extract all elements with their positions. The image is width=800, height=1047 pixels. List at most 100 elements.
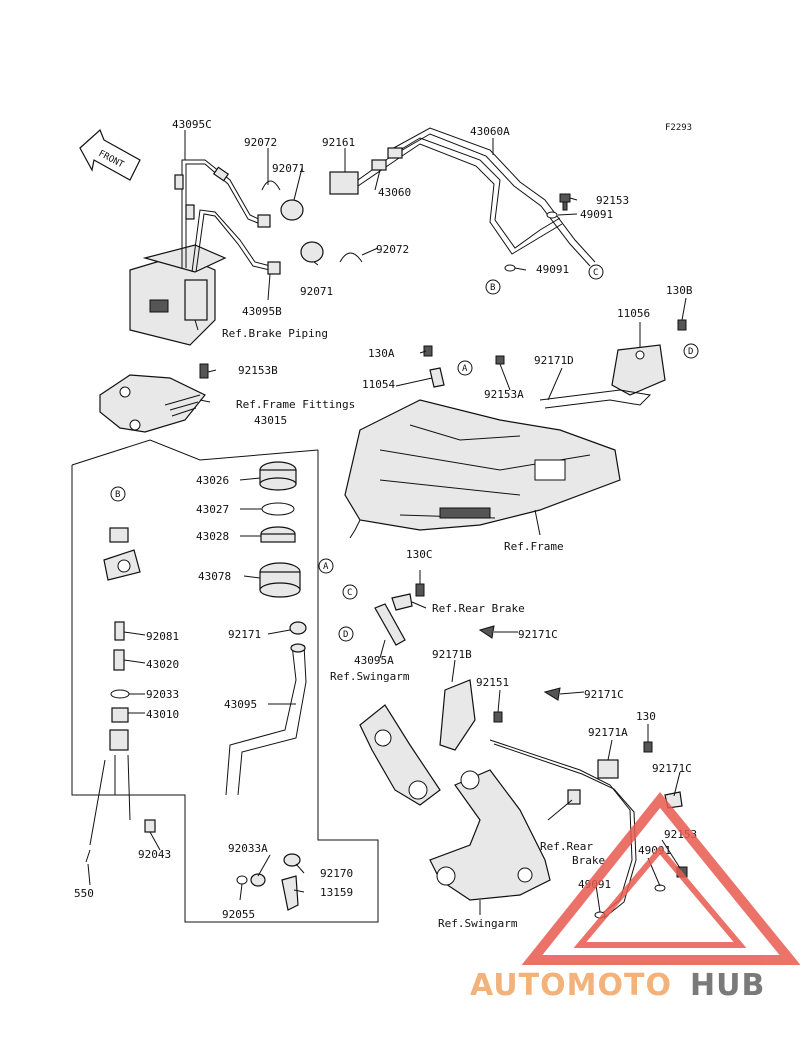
label-92081: 92081 bbox=[146, 630, 179, 643]
label-92171a: 92171A bbox=[588, 726, 628, 739]
label-43060: 43060 bbox=[378, 186, 411, 199]
label-92170: 92170 bbox=[320, 867, 353, 880]
label-ref-frame: Ref.Frame bbox=[504, 540, 564, 553]
label-92171: 92171 bbox=[228, 628, 261, 641]
callout-d-mid: D bbox=[338, 626, 354, 642]
svg-text:C: C bbox=[347, 588, 352, 598]
label-43010: 43010 bbox=[146, 708, 179, 721]
label-43078: 43078 bbox=[198, 570, 231, 583]
brake-hose-43095b bbox=[191, 209, 281, 275]
label-92072-upper: 92072 bbox=[244, 136, 277, 149]
label-ref-brake-piping: Ref.Brake Piping bbox=[222, 327, 328, 340]
nut-92151 bbox=[493, 711, 503, 723]
bolt-130 bbox=[643, 741, 653, 753]
reservoir-hose-43095 bbox=[225, 643, 307, 796]
svg-text:A: A bbox=[323, 562, 329, 572]
label-92153b: 92153B bbox=[238, 364, 278, 377]
label-43060a: 43060A bbox=[470, 125, 510, 138]
label-92153a: 92153A bbox=[484, 388, 524, 401]
watermark-logo bbox=[521, 792, 800, 965]
reservoir-43078 bbox=[259, 562, 301, 598]
joint-92161 bbox=[329, 171, 359, 195]
fitting-13159 bbox=[281, 875, 299, 911]
label-49091-lower: 49091 bbox=[536, 263, 569, 276]
label-43095: 43095 bbox=[224, 698, 257, 711]
label-92072-lower: 92072 bbox=[376, 243, 409, 256]
label-130: 130 bbox=[636, 710, 656, 723]
reservoir-cap-43026 bbox=[259, 461, 297, 491]
bolt-130b bbox=[677, 319, 687, 331]
swingarm-lower bbox=[429, 769, 551, 901]
clamp-92072-upper bbox=[261, 180, 281, 191]
bolt-92153a bbox=[495, 355, 505, 365]
callout-b-top: B bbox=[485, 279, 501, 295]
bolt-92153-upper bbox=[559, 193, 571, 211]
clamp-92171c-b bbox=[543, 687, 561, 701]
mc-leader-lines bbox=[89, 754, 131, 846]
front-arrow-icon: FRONT bbox=[79, 128, 141, 181]
label-11054: 11054 bbox=[362, 378, 395, 391]
label-92071-upper: 92071 bbox=[272, 162, 305, 175]
bracket-92171a bbox=[597, 759, 619, 779]
label-92033: 92033 bbox=[146, 688, 179, 701]
callout-c-top: C bbox=[588, 264, 604, 280]
label-92171b: 92171B bbox=[432, 648, 472, 661]
brake-pipe-rear bbox=[539, 389, 652, 409]
label-130b: 130B bbox=[666, 284, 693, 297]
label-550: 550 bbox=[74, 887, 94, 900]
label-92171c-b: 92171C bbox=[584, 688, 624, 701]
cotter-pin-550 bbox=[85, 849, 91, 863]
label-92055: 92055 bbox=[222, 908, 255, 921]
label-ref-swingarm-upper: Ref.Swingarm bbox=[330, 670, 410, 683]
svg-text:D: D bbox=[343, 630, 348, 640]
hose-clamp-92171 bbox=[289, 621, 307, 635]
abs-hydraulic-unit bbox=[129, 244, 227, 346]
label-ref-swingarm-lower: Ref.Swingarm bbox=[438, 917, 518, 930]
brake-hose-43095c bbox=[174, 159, 266, 268]
clamp-92072-lower bbox=[339, 252, 363, 263]
svg-text:A: A bbox=[462, 364, 468, 374]
reservoir-bracket bbox=[99, 374, 206, 433]
spring-92081 bbox=[114, 621, 125, 641]
label-92153-upper: 92153 bbox=[596, 194, 629, 207]
label-92171d: 92171D bbox=[534, 354, 574, 367]
swingarm-upper bbox=[359, 704, 441, 806]
label-92151: 92151 bbox=[476, 676, 509, 689]
hose-43095a bbox=[374, 603, 406, 646]
master-cylinder-43010 bbox=[109, 707, 129, 751]
watermark-hub-text: HUB bbox=[690, 968, 765, 1003]
label-92161: 92161 bbox=[322, 136, 355, 149]
bolt-92153b bbox=[199, 363, 209, 379]
svg-text:B: B bbox=[115, 490, 120, 500]
diaphragm-43028 bbox=[260, 526, 296, 543]
label-13159: 13159 bbox=[320, 886, 353, 899]
label-ref-rear-brake-upper: Ref.Rear Brake bbox=[432, 602, 525, 615]
label-92033a: 92033A bbox=[228, 842, 268, 855]
label-130c: 130C bbox=[406, 548, 433, 561]
washer-49091-lower bbox=[504, 264, 516, 272]
assembly-outline-top bbox=[71, 439, 319, 466]
bolt-130a bbox=[423, 345, 433, 357]
label-43020: 43020 bbox=[146, 658, 179, 671]
label-43028: 43028 bbox=[196, 530, 229, 543]
leader-lines bbox=[87, 130, 687, 915]
label-92171c-a: 92171C bbox=[518, 628, 558, 641]
assembly-outline-left bbox=[71, 450, 379, 923]
bracket-rear-brake bbox=[391, 593, 413, 611]
bracket-11056 bbox=[611, 344, 666, 396]
guard-92171b bbox=[439, 679, 476, 751]
clamp-92170 bbox=[283, 853, 301, 867]
fitting-b bbox=[103, 527, 141, 581]
watermark-auto-text: AUTOMOTO bbox=[470, 968, 672, 1003]
label-92071-lower: 92071 bbox=[300, 285, 333, 298]
label-92043: 92043 bbox=[138, 848, 171, 861]
label-43095a: 43095A bbox=[354, 654, 394, 667]
clamp-92071-upper bbox=[280, 199, 304, 221]
callout-d-top: D bbox=[683, 343, 699, 359]
label-brake: Brake bbox=[572, 854, 605, 867]
bolt-130c bbox=[415, 583, 425, 597]
callout-b-mid: B bbox=[110, 486, 126, 502]
label-43095b: 43095B bbox=[242, 305, 282, 318]
